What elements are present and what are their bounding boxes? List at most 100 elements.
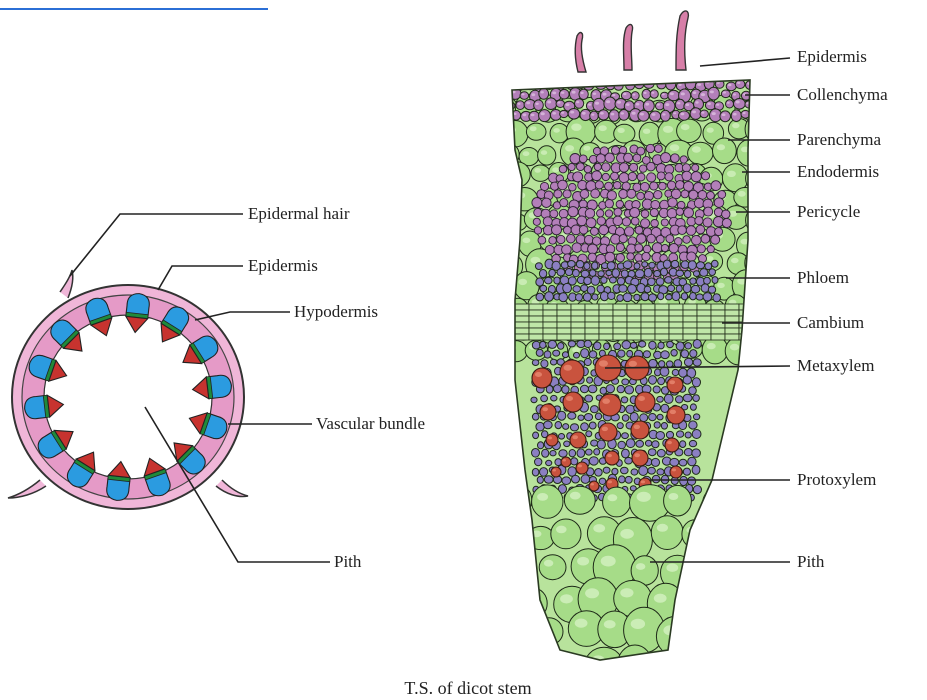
cell-highlight [657, 104, 660, 106]
cell-highlight [623, 93, 626, 95]
right-cellular-sector [489, 11, 774, 685]
cell [726, 100, 734, 108]
cell-highlight [523, 71, 527, 74]
cell [515, 642, 548, 678]
cell [557, 235, 565, 243]
cell [540, 468, 548, 477]
cell-highlight [684, 594, 696, 603]
cell [596, 154, 605, 163]
cell [725, 334, 739, 340]
cell-highlight [681, 113, 685, 116]
cell [649, 414, 657, 421]
cell [635, 226, 643, 234]
cell [750, 71, 761, 81]
cell-highlight [636, 563, 646, 570]
cell [589, 351, 597, 358]
cell-highlight [654, 659, 663, 666]
cell [683, 376, 691, 384]
cell [573, 269, 580, 276]
cell [745, 248, 774, 279]
cell-highlight [663, 126, 673, 133]
epidermal-hair-bottom-right [216, 480, 248, 497]
cell [666, 361, 673, 367]
cell-highlight [620, 588, 633, 597]
cell [693, 486, 701, 494]
cell [559, 165, 567, 173]
cell [552, 225, 562, 235]
cell [746, 166, 770, 192]
cell [684, 271, 691, 278]
cell [648, 449, 656, 456]
label-vascular-bundle: Vascular bundle [316, 414, 425, 433]
label-cambium: Cambium [797, 313, 864, 332]
cell [531, 165, 550, 181]
cell [563, 424, 569, 430]
cell [734, 99, 746, 110]
cell [539, 270, 546, 278]
cell-highlight [727, 171, 736, 177]
cell [605, 200, 613, 208]
cell [678, 589, 713, 619]
cell [722, 210, 730, 218]
cell [635, 270, 644, 278]
cell [570, 424, 578, 431]
cell [697, 245, 705, 253]
cell [544, 351, 551, 358]
cell [665, 173, 673, 181]
cell [701, 235, 710, 244]
cell [687, 252, 696, 261]
cell [655, 102, 664, 110]
cell [647, 162, 656, 171]
cell [746, 206, 774, 234]
cell [709, 269, 716, 276]
cell-highlight [570, 492, 581, 500]
cell [688, 261, 696, 270]
cell [614, 124, 635, 143]
cell [545, 245, 554, 254]
cell-highlight [498, 101, 506, 107]
cell [602, 173, 609, 180]
cell [715, 228, 723, 236]
cell [693, 340, 701, 349]
cell-highlight [733, 93, 736, 95]
cell-highlight [611, 113, 615, 116]
cell-highlight [523, 113, 527, 116]
cell [536, 293, 544, 301]
cell-highlight [531, 114, 535, 117]
cell-highlight [650, 73, 654, 76]
cell-highlight [585, 82, 589, 85]
cell-highlight [681, 124, 690, 130]
cell [643, 351, 650, 358]
cell [661, 110, 671, 121]
cell-highlight [646, 81, 650, 84]
phloem-cells [535, 259, 720, 302]
cell [612, 468, 618, 474]
cell-highlight [541, 112, 545, 115]
cell [611, 146, 619, 154]
cell [578, 415, 584, 420]
cell [532, 413, 539, 420]
cell-highlight [728, 84, 732, 87]
cell [681, 190, 689, 198]
collenchyma-cells [501, 68, 761, 122]
cell [595, 78, 607, 89]
cell [617, 423, 623, 429]
vessel-highlight [672, 468, 676, 471]
cell [576, 294, 583, 301]
cell [711, 235, 720, 244]
cell [634, 294, 640, 300]
cell [592, 262, 598, 269]
xylem-vessel [665, 438, 679, 452]
cell [672, 292, 680, 301]
cell [652, 475, 660, 483]
cell [633, 154, 641, 162]
cell-highlight [506, 261, 513, 266]
cell [563, 283, 572, 292]
cell-highlight [681, 73, 685, 76]
cell-highlight [673, 112, 676, 114]
cell [531, 397, 537, 403]
cell [545, 98, 557, 110]
cell [639, 122, 660, 146]
cell [650, 209, 658, 217]
cell [739, 310, 753, 316]
